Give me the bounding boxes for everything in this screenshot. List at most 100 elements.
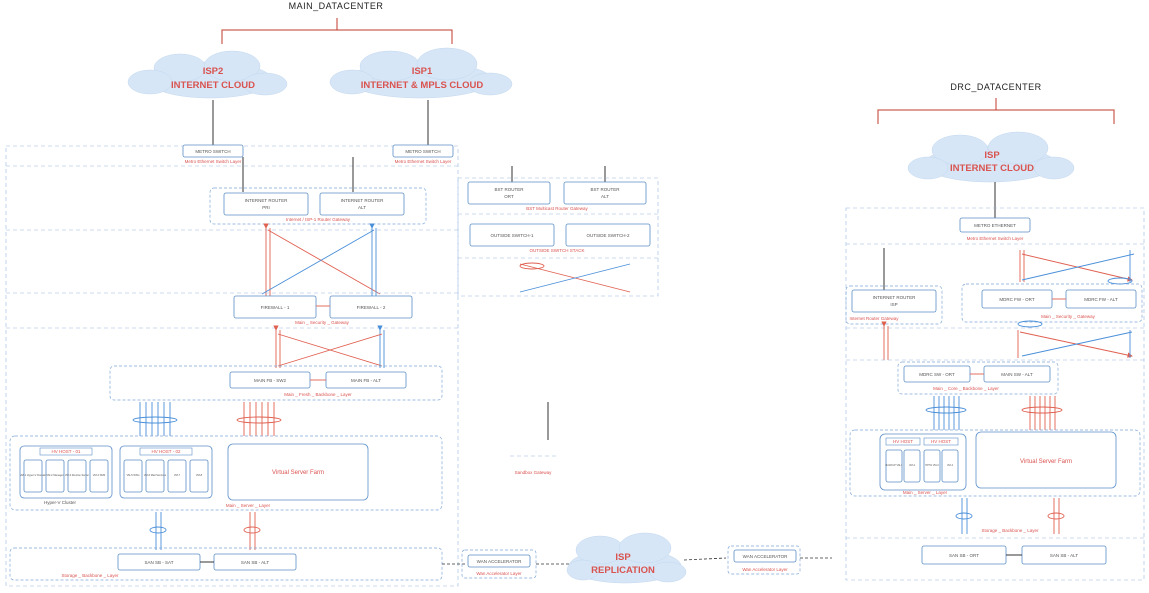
- drc-security-group: [961, 283, 1143, 323]
- main-firewall-1: [233, 295, 317, 319]
- isp1-cloud-label: INTERNET & MPLS CLOUD: [361, 80, 484, 91]
- drc-metro-switch: [959, 217, 1031, 233]
- main-core-layer-label: Main _ Fresh _ Backbone _ Layer: [284, 392, 352, 397]
- main-core-switch-2-label: MAIN FB - ALT: [351, 378, 381, 383]
- main-metro-switch-left: [182, 144, 244, 158]
- drc-san-switch-2-label: SAN SB - ALT: [1050, 553, 1078, 558]
- main-vm-8-label: VM-8: [196, 473, 203, 477]
- drc-router-layer-label: Internet Router Gateway: [849, 316, 899, 321]
- drc-virtual-server-farm: [975, 431, 1117, 489]
- middle-bst-router-ort-role: ORT: [504, 194, 514, 199]
- drc-core-switch-2-label: MAIN SW - ALT: [1001, 372, 1033, 377]
- replication-cloud-label: REPLICATION: [591, 565, 655, 576]
- wan-layer-right-label: Wan Accelerator Layer: [742, 567, 788, 572]
- drc-storage-layer-label: Storage _ Backbone _ Layer: [981, 528, 1039, 533]
- drc-server-layer: [849, 429, 1141, 497]
- main-internet-router-alt-name: INTERNET ROUTER: [341, 198, 384, 203]
- drc-router-core-links: [881, 321, 889, 360]
- drc-firewall-2-label: MDRC FW - ALT: [1084, 297, 1118, 302]
- main-router-group: [209, 187, 427, 225]
- drc-vm-3-label: HPH1 VM-3: [925, 464, 939, 467]
- wan-accelerator-right-label: WAN ACCELERATOR: [743, 554, 788, 559]
- middle-sandbox-layer-label: Sandbox Gateway: [515, 470, 553, 475]
- main-router-firewall-links: [261, 223, 381, 296]
- main-title-bracket: [221, 18, 453, 44]
- main-vm-5-label: VM-5 WSG: [126, 473, 139, 477]
- middle-bst-layer-label: BST Multicast Router Gateway: [526, 206, 588, 211]
- drc-metro-layer-label: Metro Ethernet Switch Layer: [967, 236, 1024, 241]
- main-internet-router-alt: [319, 192, 405, 216]
- drc-isp-cloud-label: INTERNET CLOUD: [950, 163, 1034, 174]
- drc-metro-switch-label: METRO ETHERNET: [974, 223, 1016, 228]
- main-vm-6-label: VM-6 Mail Services: [144, 473, 167, 477]
- main-router-layer-label: Internet / ISP-1 Router Gateway: [286, 217, 351, 222]
- main-virtual-server-farm-label: Virtual Server Farm: [272, 470, 324, 476]
- middle-region: [457, 177, 659, 297]
- main-core-server-links: [132, 402, 282, 436]
- middle-outside-switch-1-label: OUTSIDE SWITCH-1: [490, 233, 533, 238]
- drc-layer-region: [845, 207, 1145, 581]
- main-vm-4-label: VM-4 SMS: [93, 473, 106, 477]
- main-datacenter-title: MAIN_DATACENTER: [289, 1, 384, 11]
- main-core-group: [109, 365, 443, 401]
- main-server-layer-label: Main _ Server _ Layer: [226, 503, 271, 508]
- drc-host-group-1-label: HV HOST: [893, 439, 913, 444]
- drc-core-layer-label: Main _ Core _ Backbone _ Layer: [933, 386, 999, 391]
- main-storage-layer-label: Storage _ Backbone _ Layer: [61, 573, 119, 578]
- drc-vm-tiles: [885, 449, 959, 483]
- wan-accelerator-left-label: WAN ACCELERATOR: [477, 559, 522, 564]
- main-core-switch-1-label: MAIN FB - SW2: [254, 378, 286, 383]
- drc-internet-router-role: ISP: [890, 302, 897, 307]
- main-server-storage-links: [149, 512, 261, 550]
- middle-outside-switch-1: [469, 223, 555, 247]
- main-metro-switch-right: [392, 144, 454, 158]
- replication-cloud: ISP REPLICATION: [566, 532, 687, 584]
- drc-isp-cloud: ISP INTERNET CLOUD: [907, 131, 1075, 183]
- middle-bst-router-ort: [467, 181, 551, 205]
- main-firewall-core-links: [273, 325, 385, 368]
- middle-outside-cross-links: [519, 262, 631, 293]
- middle-bst-router-alt-name: BST ROUTER: [591, 187, 621, 192]
- main-host-group-1: [19, 445, 113, 499]
- drc-core-switch-1-label: MDRC SW - ORT: [919, 372, 955, 377]
- isp2-cloud-label: INTERNET CLOUD: [171, 80, 255, 91]
- main-vm-3-label: VM-3 Routine Server: [65, 473, 89, 477]
- main-san-switch-2-label: SAN SB - ALT: [241, 560, 269, 565]
- drc-vm-2-label: VM-2: [909, 464, 916, 467]
- isp1-cloud-name: ISP1: [412, 66, 433, 77]
- main-vm-1-label: VM-1 Hyper-V Domain: [20, 473, 47, 477]
- drc-virtual-server-farm-label: Virtual Server Farm: [1020, 459, 1072, 465]
- isp2-cloud-name: ISP2: [203, 66, 224, 77]
- drc-datacenter-title: DRC_DATACENTER: [950, 82, 1041, 92]
- drc-firewall-1-label: MDRC FW - ORT: [999, 297, 1034, 302]
- main-host-group-2-label: HV HOST - 02: [152, 449, 181, 454]
- main-internet-router-pri: [223, 192, 309, 216]
- isp2-cloud: ISP2 INTERNET CLOUD: [127, 50, 288, 99]
- middle-bst-router-ort-name: BST ROUTER: [495, 187, 525, 192]
- main-firewall-2: [329, 295, 413, 319]
- main-host-cluster-label: Hyper-V Cluster: [44, 500, 77, 505]
- replication-cloud-name: ISP: [615, 552, 631, 563]
- drc-title-bracket: [877, 98, 1115, 124]
- main-host-group-2: [119, 445, 213, 499]
- drc-vm-4-label: VM-4: [947, 464, 954, 467]
- main-metro-switch-left-label: METRO SWITCH: [195, 149, 230, 154]
- main-vm-tiles: [23, 459, 209, 493]
- main-security-layer-label: Main _ Security _ Gateway: [295, 320, 350, 325]
- drc-switch-firewall-links: [1019, 250, 1135, 285]
- main-vm-2-label: VM-2 Manager: [46, 473, 63, 477]
- drc-host-group-2-label: HV HOST: [931, 439, 951, 444]
- drc-internet-router: [851, 289, 937, 313]
- main-virtual-server-farm: [227, 443, 369, 501]
- drc-san-switch-1-label: SAN SB - ORT: [949, 553, 979, 558]
- main-firewall-1-label: FIREWALL - 1: [261, 305, 290, 310]
- main-server-layer: [9, 435, 443, 511]
- drc-security-layer-label: Main _ Security _ Gateway: [1041, 314, 1096, 319]
- main-firewall-2-label: FIREWALL - 2: [357, 305, 386, 310]
- drc-server-storage-links: [955, 498, 1065, 534]
- drc-vm-1-label: BACKUP VM-1: [886, 464, 904, 467]
- middle-bst-router-alt: [563, 181, 647, 205]
- middle-bst-router-alt-role: ALT: [601, 194, 609, 199]
- main-internet-router-pri-name: INTERNET ROUTER: [245, 198, 288, 203]
- drc-server-layer-label: Main _ Server _ Layer: [903, 490, 948, 495]
